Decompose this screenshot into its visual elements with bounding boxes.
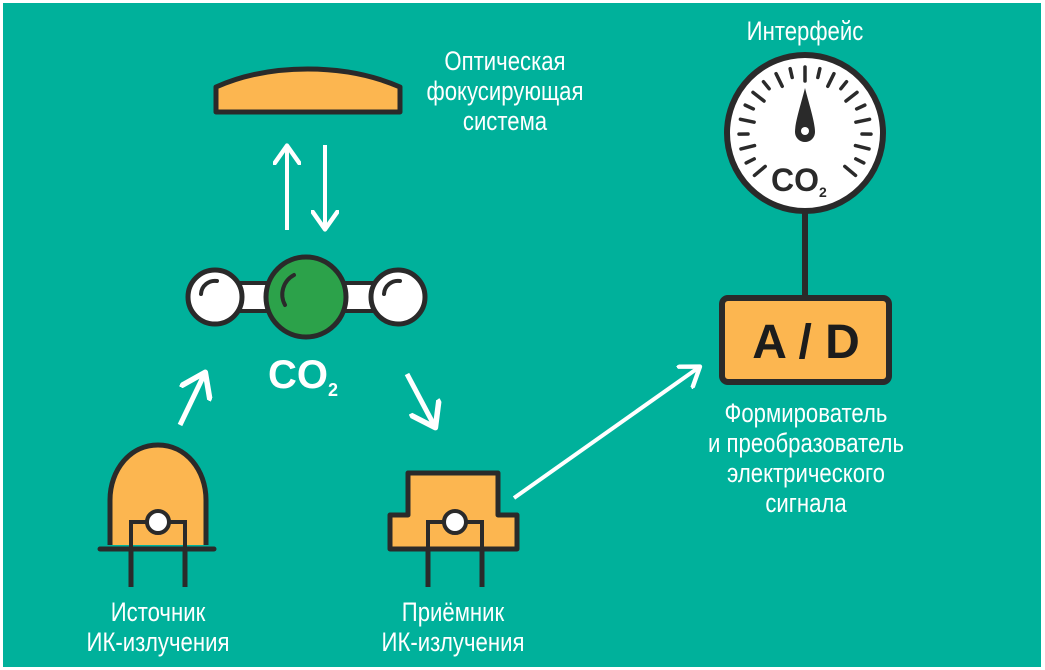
gauge-title: Интерфейс [723,16,887,46]
gauge-tick [844,90,859,103]
arrow-molecule-to-receiver [404,372,434,425]
arrow-source-to-molecule [177,375,204,427]
gauge-tick [853,143,871,151]
gauge-formula-main: CO [771,162,819,198]
gauge-tick [752,164,767,178]
molecule-formula: CO2 [268,353,338,400]
gauge-formula: CO2 [771,162,827,200]
gauge-needle [795,88,815,142]
lens-label-line-3: система [462,106,548,136]
gauge-title-text: Интерфейс [746,16,864,46]
source-label: Источник ИК-излучения [76,597,240,657]
gauge-formula-subscript: 2 [819,184,827,200]
receiver-label: Приёмник ИК-излучения [371,597,535,657]
gauge-tick [761,79,771,91]
gauge-tick [843,164,858,178]
gauge-tick [744,157,756,165]
ir-receiver-icon [387,470,520,587]
receiver-label-line-2: ИК-излучения [381,627,525,657]
gauge-tick [743,103,756,111]
ad-converter-text: A / D [752,316,860,369]
lens-label-line-2: фокусирующая [426,76,584,106]
converter-label-line-4: сигнала [765,488,847,518]
optical-lens-icon [213,66,403,115]
receiver-label-line-1: Приёмник [401,597,505,627]
molecule-formula-main: CO [268,353,328,397]
gauge-dial-icon [724,52,886,214]
gauge-tick [739,143,757,151]
converter-label-line-3: электрического [727,458,885,488]
gauge-tick [816,66,822,80]
converter-label: Формирователь и преобразователь электрич… [699,398,912,518]
lens-label: Оптическая фокусирующая система [423,46,587,136]
gauge-tick [826,71,836,89]
gauge-tick [774,71,784,89]
gauge-ticks [737,65,873,178]
ir-source-led-icon [97,442,217,587]
source-label-line-2: ИК-излучения [86,627,230,657]
gauge-tick [854,117,872,124]
arrow-receiver-to-converter [512,368,698,500]
converter-label-line-1: Формирователь [724,398,888,428]
converter-label-line-2: и преобразователь [707,428,904,458]
source-label-line-1: Источник [110,597,206,627]
ad-converter-box [719,295,892,385]
gauge-tick [854,157,866,165]
gauge-tick [839,79,849,91]
co2-molecule-icon [185,254,428,340]
gauge-tick [751,90,766,103]
gauge-tick [738,117,756,124]
molecule-formula-subscript: 2 [328,380,338,400]
lens-label-line-1: Оптическая [444,46,566,76]
gauge-tick [788,66,794,80]
gauge-tick [854,103,867,111]
